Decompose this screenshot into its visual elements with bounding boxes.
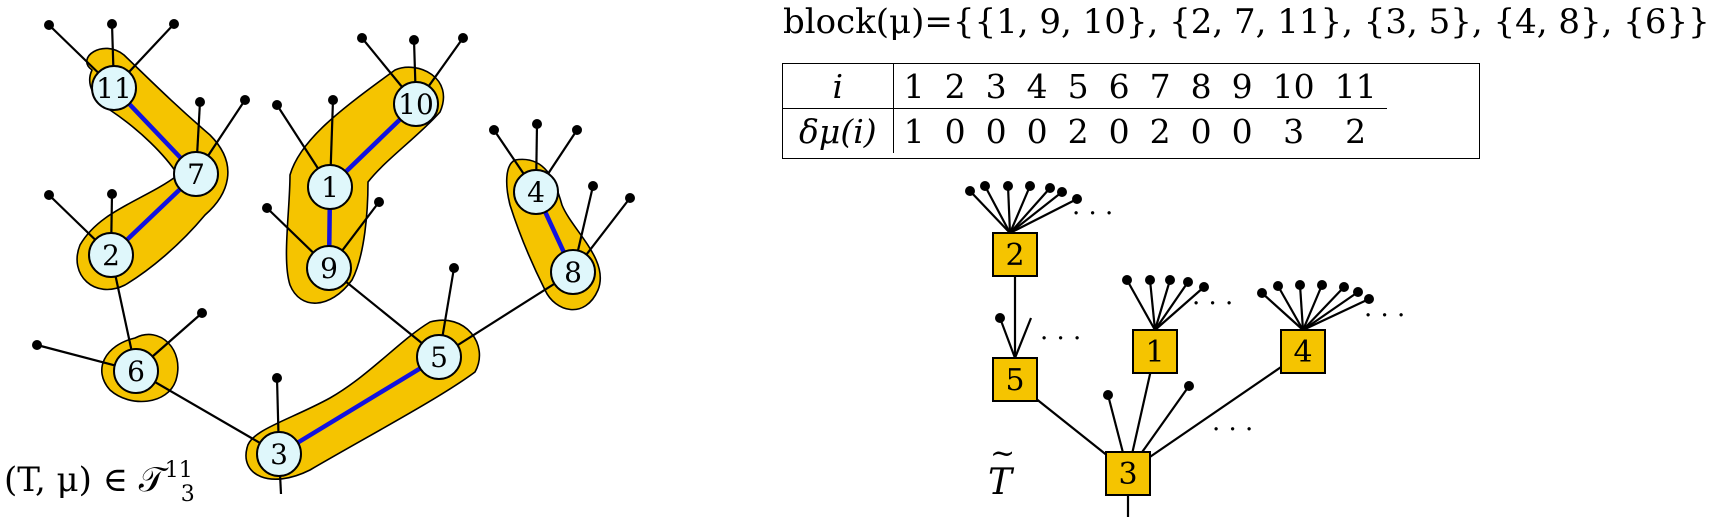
- table-row-i: i 1 2 3 4 5 6 7 8 9 10 11: [783, 64, 1387, 109]
- tree-nodes: [88, 65, 596, 477]
- i-cell: 7: [1139, 64, 1181, 109]
- i-cell: 6: [1098, 64, 1140, 109]
- node-8: [550, 249, 596, 295]
- leaf-dots: [32, 19, 635, 383]
- caption-pair: (T, μ) ∈ 𝒯: [4, 460, 165, 500]
- box-label-3: 3: [1118, 457, 1137, 492]
- node-2: [88, 232, 134, 278]
- box-3: [1105, 451, 1151, 496]
- i-cell: 3: [975, 64, 1017, 109]
- node-label-8: 8: [564, 256, 582, 289]
- i-cell: 5: [1057, 64, 1099, 109]
- node-label-9: 9: [320, 252, 338, 285]
- node-label-11: 11: [96, 72, 132, 105]
- delta-cell: 3: [1283, 111, 1305, 151]
- delta-cell: 0: [1108, 111, 1130, 151]
- node-label-7: 7: [187, 158, 205, 191]
- node-11: [91, 65, 137, 111]
- box-label-2: 2: [1005, 238, 1024, 273]
- delta-cell: 0: [1190, 111, 1212, 151]
- box-label-4: 4: [1293, 335, 1312, 370]
- node-label-6: 6: [127, 355, 145, 388]
- delta-cell: 2: [1149, 111, 1171, 151]
- node-label-2: 2: [102, 239, 120, 272]
- delta-cell: 2: [1067, 111, 1089, 151]
- node-label-3: 3: [270, 438, 288, 471]
- left-caption: (T, μ) ∈ 𝒯113: [4, 458, 195, 507]
- figure: 11 7 2 10 1 9 4 8 6 5 3: [32, 19, 1405, 517]
- i-cell: 9: [1221, 64, 1263, 109]
- block-title: block(μ)={{1, 9, 10}, {2, 7, 11}, {3, 5}…: [783, 2, 1710, 42]
- i-cell: 4: [1016, 64, 1058, 109]
- node-3: [256, 431, 302, 477]
- delta-cell: 2: [1345, 111, 1367, 151]
- node-label-1: 1: [321, 171, 339, 204]
- delta-table: i 1 2 3 4 5 6 7 8 9 10 11 δμ(i) 1 0 0 0 …: [783, 64, 1387, 153]
- node-1: [307, 164, 353, 210]
- ellipses: · · · · · · · · · · · · · · ·: [1040, 199, 1405, 445]
- block-1-9-10: [285, 66, 445, 304]
- node-5: [416, 334, 462, 380]
- block-tree-label: ~ T: [988, 436, 1015, 503]
- table-row-delta: δμ(i) 1 0 0 0 2 0 2 0 0 3 2: [783, 108, 1387, 153]
- row-header-i: i: [783, 64, 894, 109]
- tilde-accent: ~: [990, 436, 1016, 471]
- node-6: [113, 348, 159, 394]
- block-tree-boxes: [992, 232, 1326, 496]
- i-cell: 1: [893, 64, 935, 109]
- ellipsis-box4: · · ·: [1364, 301, 1405, 331]
- box-label-1: 1: [1145, 335, 1164, 370]
- block-tree-labels: 2 5 1 4 3: [1005, 238, 1312, 492]
- box-4: [1280, 329, 1326, 374]
- delta-cell: 1: [903, 111, 925, 151]
- block-tree-letter: T: [988, 462, 1013, 503]
- node-4: [513, 169, 559, 215]
- node-9: [306, 245, 352, 291]
- i-cell: 11: [1324, 64, 1387, 109]
- tree-node-labels: 11 7 2 10 1 9 4 8 6 5 3: [96, 72, 582, 471]
- delta-cell: 0: [1231, 111, 1253, 151]
- ellipsis-box3: · · ·: [1212, 415, 1253, 445]
- ellipsis-box1: · · ·: [1192, 289, 1233, 319]
- box-5: [992, 357, 1038, 402]
- table-border: [782, 63, 1480, 159]
- node-7: [173, 151, 219, 197]
- node-label-10: 10: [398, 88, 434, 121]
- node-10: [393, 81, 439, 127]
- delta-cell: 0: [944, 111, 966, 151]
- node-label-4: 4: [527, 176, 545, 209]
- ellipsis-box2: · · ·: [1072, 199, 1113, 229]
- box-label-5: 5: [1005, 363, 1024, 398]
- block-tree-leaf-dots: [965, 181, 1374, 400]
- caption-subscript: 3: [180, 482, 195, 507]
- delta-cell: 0: [985, 111, 1007, 151]
- ellipsis-box5: · · ·: [1040, 324, 1081, 354]
- i-cell: 2: [934, 64, 976, 109]
- box-1: [1132, 329, 1178, 374]
- i-cell: 10: [1262, 64, 1325, 109]
- delta-cell: 0: [1026, 111, 1048, 151]
- i-cell: 8: [1180, 64, 1222, 109]
- row-header-delta: δμ(i): [783, 108, 894, 153]
- caption-superscript: 11: [164, 458, 193, 483]
- box-2: [992, 232, 1038, 277]
- node-label-5: 5: [430, 341, 448, 374]
